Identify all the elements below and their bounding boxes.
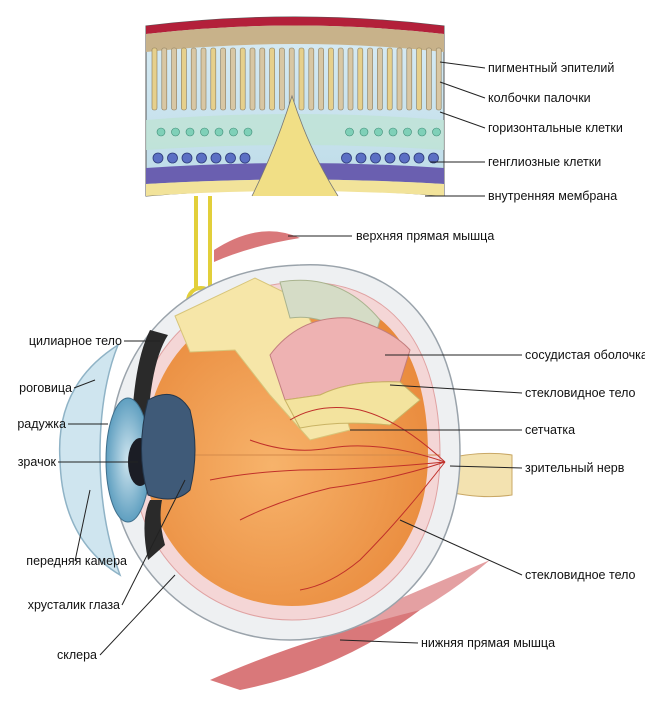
superior-rectus-muscle bbox=[214, 231, 300, 262]
rod-cell bbox=[367, 47, 373, 111]
label-superior-rectus: верхняя прямая мышца bbox=[356, 229, 495, 243]
cone-cell bbox=[298, 47, 305, 111]
inferior-rectus-muscle bbox=[210, 610, 420, 690]
rod-cell bbox=[249, 47, 256, 111]
label-vitreous-body-lower: стекловидное тело bbox=[525, 568, 636, 582]
cone-cell bbox=[357, 47, 364, 111]
ganglion-cell bbox=[399, 152, 410, 164]
label-leader-lines bbox=[58, 61, 523, 656]
cone-cell bbox=[151, 47, 158, 111]
label-cornea: роговица bbox=[19, 381, 72, 395]
rod-cell bbox=[406, 47, 413, 111]
rod-cell bbox=[347, 47, 354, 111]
rod-cell bbox=[171, 47, 177, 111]
label-iris: радужка bbox=[17, 417, 66, 431]
rod-cell bbox=[200, 47, 207, 111]
rod-cell bbox=[426, 47, 432, 111]
ganglion-cell bbox=[152, 152, 164, 164]
rod-cell bbox=[190, 47, 197, 111]
ganglion-cell bbox=[167, 152, 178, 164]
horizontal-cell bbox=[229, 127, 238, 137]
label-ganglion-cells: генглиозные клетки bbox=[488, 155, 602, 169]
label-ciliary-body: цилиарное тело bbox=[28, 334, 122, 348]
rod-cell bbox=[337, 47, 344, 111]
blood-vessel bbox=[289, 407, 446, 463]
label-pigment-epithelium: пигментный эпителий bbox=[488, 61, 615, 75]
rod-cell bbox=[318, 47, 324, 111]
ganglion-cells bbox=[152, 127, 441, 164]
label-retina: сетчатка bbox=[525, 423, 576, 437]
cone-cell bbox=[386, 47, 393, 111]
blood-vessel bbox=[209, 461, 446, 481]
retina-cross-section bbox=[145, 16, 445, 197]
label-cones-rods: колбочки палочки bbox=[488, 91, 591, 105]
cone-cell bbox=[416, 47, 422, 111]
lens bbox=[141, 393, 196, 500]
ganglion-cell bbox=[196, 152, 207, 164]
rod-cell bbox=[308, 47, 315, 111]
label-horizontal-cells: горизонтальные клетки bbox=[488, 121, 623, 135]
rods-and-cones bbox=[151, 47, 442, 111]
cone-cell bbox=[269, 47, 275, 111]
ganglion-cell bbox=[239, 152, 251, 164]
ganglion-cell bbox=[384, 152, 396, 164]
horizontal-cell bbox=[403, 127, 412, 137]
blood-vessel bbox=[249, 439, 446, 463]
cone-cell bbox=[328, 47, 334, 111]
cornea bbox=[58, 343, 122, 577]
rod-cell bbox=[396, 47, 403, 111]
horizontal-cell bbox=[345, 127, 354, 137]
ganglion-cell bbox=[341, 152, 352, 164]
label-anterior-chamber: передняя камера bbox=[26, 554, 127, 568]
blood-vessels bbox=[209, 407, 446, 591]
ganglion-cell bbox=[355, 152, 367, 164]
ganglion-cell bbox=[225, 152, 236, 164]
horizontal-cell bbox=[200, 127, 209, 137]
label-inferior-rectus: нижняя прямая мышца bbox=[421, 636, 556, 650]
ciliary-body bbox=[132, 330, 168, 420]
label-vitreous-body-upper: стекловидное тело bbox=[525, 386, 636, 400]
rod-cell bbox=[161, 47, 168, 111]
blood-vessel bbox=[239, 461, 446, 521]
ganglion-cell bbox=[210, 152, 222, 164]
ganglion-cell bbox=[413, 152, 425, 164]
label-optic-nerve: зрительный нерв bbox=[525, 461, 625, 475]
label-sclera: склера bbox=[56, 648, 97, 662]
eyeball bbox=[58, 231, 513, 690]
horizontal-cell bbox=[214, 127, 224, 137]
blood-vessel bbox=[299, 461, 446, 591]
rod-cell bbox=[435, 47, 442, 111]
cone-cell bbox=[210, 47, 217, 111]
horizontal-cell bbox=[171, 127, 180, 137]
rod-cell bbox=[230, 47, 236, 111]
rod-cell bbox=[220, 47, 226, 111]
horizontal-cell bbox=[359, 127, 369, 137]
label-inner-membrane: внутренняя мембрана bbox=[488, 189, 618, 203]
horizontal-cell bbox=[417, 127, 427, 137]
label-choroid: сосудистая оболочка bbox=[525, 348, 645, 362]
horizontal-cell bbox=[388, 127, 398, 137]
ganglion-cell bbox=[428, 152, 439, 164]
horizontal-cell bbox=[185, 127, 195, 137]
horizontal-cell bbox=[243, 127, 253, 137]
cone-cell bbox=[181, 47, 187, 111]
ganglion-cell bbox=[370, 152, 381, 164]
cone-cell bbox=[239, 47, 246, 111]
horizontal-cell bbox=[432, 127, 441, 137]
rod-cell bbox=[279, 47, 285, 111]
horizontal-cell bbox=[374, 127, 383, 137]
horizontal-cell bbox=[156, 127, 166, 137]
ganglion-cell bbox=[181, 152, 193, 164]
label-lens: хрусталик глаза bbox=[27, 598, 120, 612]
rod-cell bbox=[259, 47, 266, 111]
rod-cell bbox=[377, 47, 383, 111]
label-pupil: зрачок bbox=[17, 455, 56, 469]
